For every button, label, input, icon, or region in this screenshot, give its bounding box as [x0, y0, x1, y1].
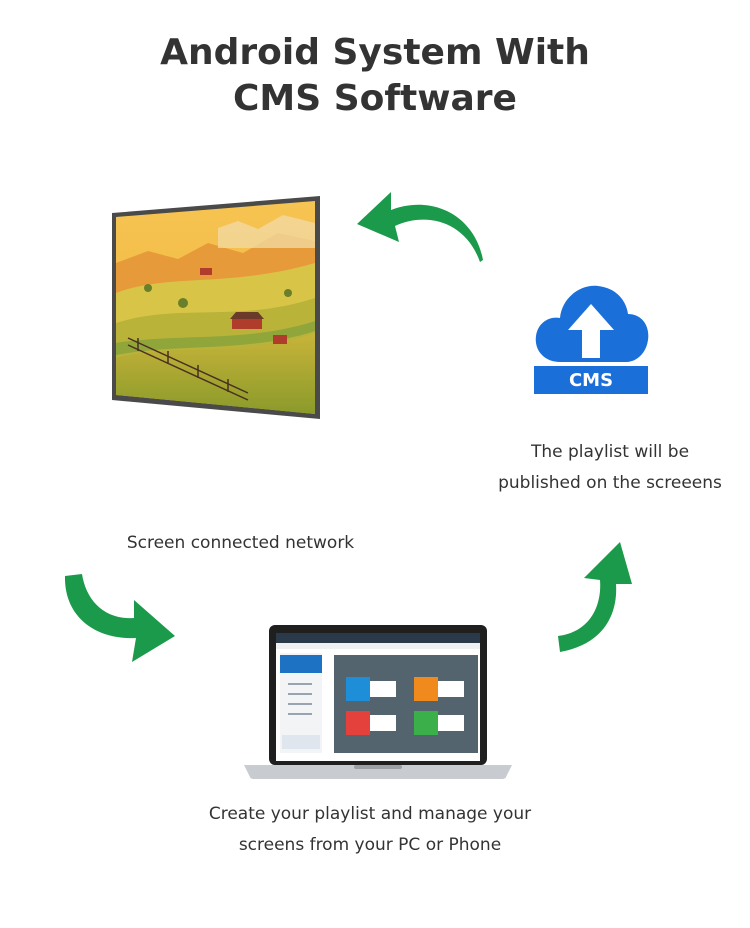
- caption-laptop-line-1: Create your playlist and manage your: [208, 804, 532, 824]
- page-title: Android System With CMS Software: [0, 30, 750, 122]
- laptop-image: [244, 625, 512, 780]
- cms-label: CMS: [569, 370, 613, 391]
- caption-cms-line-1: The playlist will be: [530, 442, 690, 462]
- caption-laptop: Create your playlist and manage your scr…: [190, 799, 550, 861]
- caption-screen: Screen connected network: [126, 533, 355, 553]
- caption-cms: The playlist will be published on the sc…: [490, 437, 730, 499]
- display-screen-image: [108, 193, 322, 419]
- caption-cms-line-2: published on the screeens: [498, 473, 722, 493]
- cms-cloud-icon: CMS: [530, 280, 652, 395]
- arrow-top-icon: [357, 192, 483, 262]
- arrow-right-icon: [558, 542, 632, 652]
- caption-laptop-line-2: screens from your PC or Phone: [238, 835, 502, 855]
- title-line-1: Android System With: [160, 32, 590, 73]
- title-line-2: CMS Software: [233, 78, 517, 119]
- arrow-left-icon: [64, 574, 175, 662]
